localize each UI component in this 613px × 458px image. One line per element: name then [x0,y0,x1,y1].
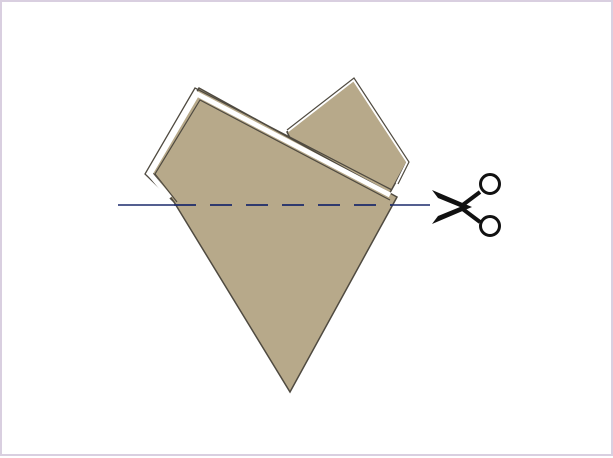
scissors-icon [432,175,500,236]
